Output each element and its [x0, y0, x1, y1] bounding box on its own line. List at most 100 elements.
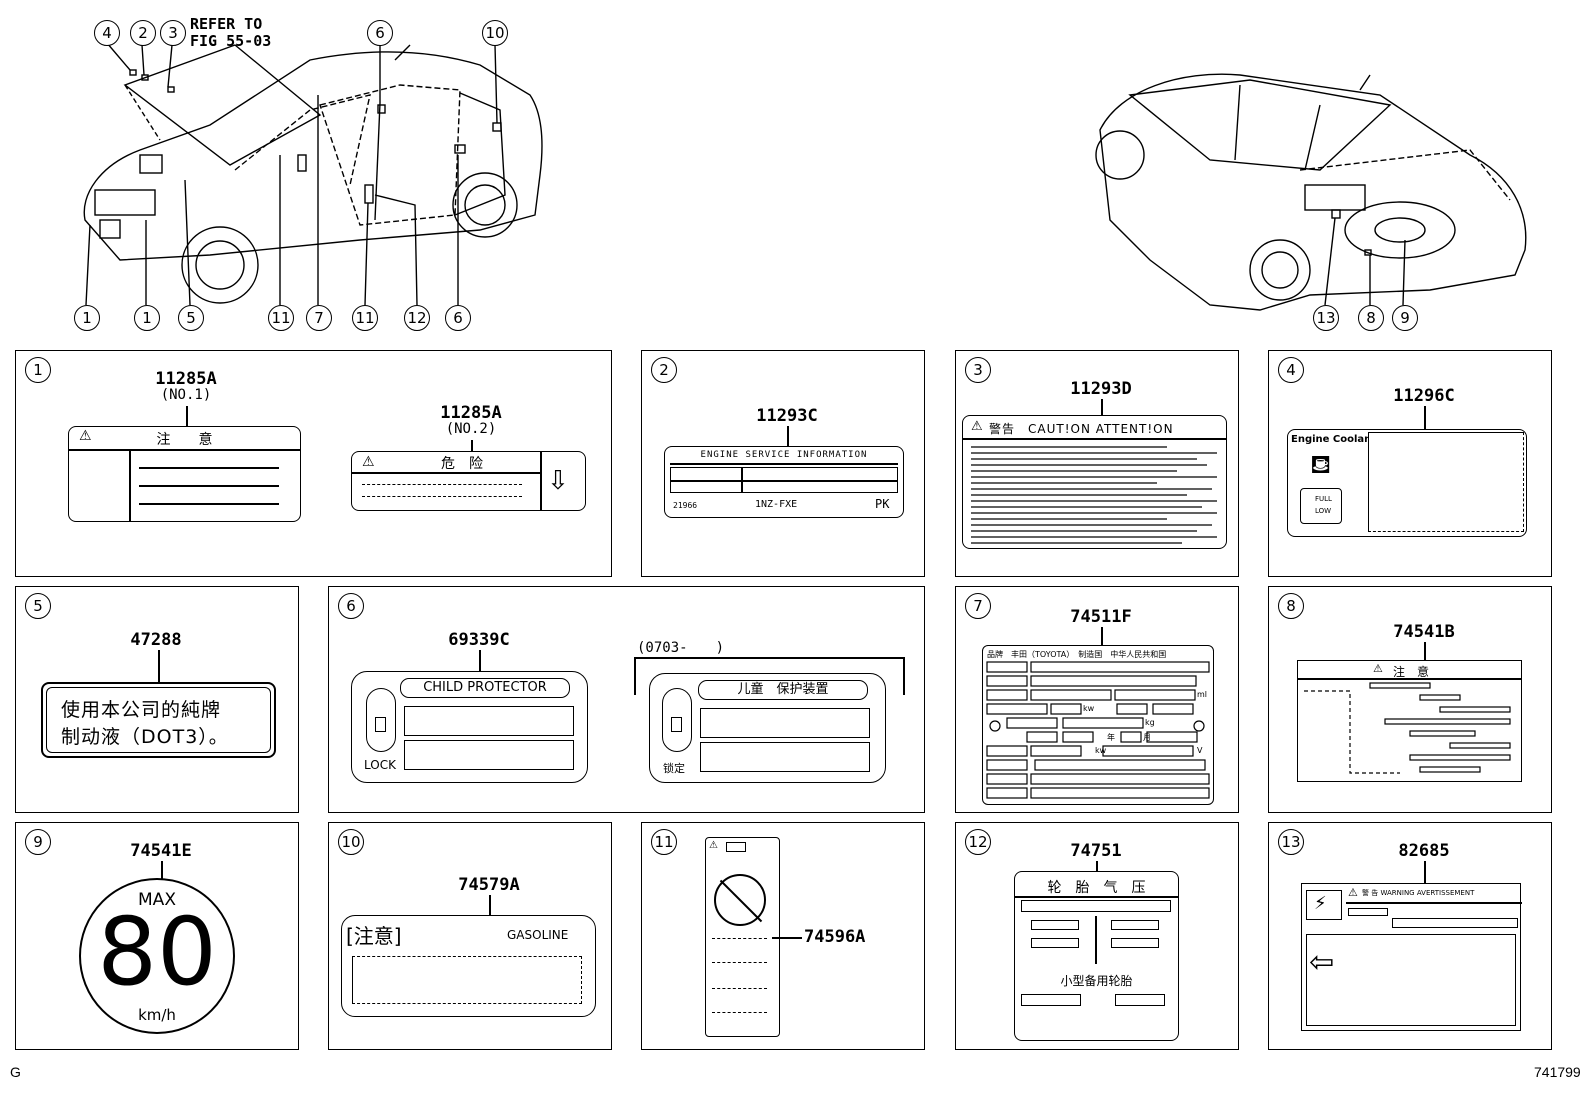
part-sub: (NO.2) — [445, 421, 497, 437]
fuel-label-title: [注意] — [346, 924, 402, 948]
part-number: 47288 — [130, 630, 182, 650]
part-number: 11293D — [1070, 379, 1132, 399]
text-line — [712, 988, 767, 989]
front-car-overview: REFER TO FIG 55-03 4 2 3 6 10 1 1 5 11 7… — [60, 15, 580, 335]
rear-car-drawing — [1095, 73, 1527, 311]
leader-line — [787, 426, 789, 448]
label-header: 注 意 — [1393, 665, 1430, 679]
child-protector-title: CHILD PROTECTOR — [400, 678, 570, 698]
divider — [963, 438, 1226, 440]
panel-tab: 10 — [328, 822, 376, 862]
text-area — [1111, 920, 1159, 930]
text-area — [1348, 908, 1388, 916]
engine-service-label: ENGINE SERVICE INFORMATION 21966 1NZ-FXE… — [664, 446, 904, 518]
bracket — [903, 657, 905, 695]
engine-code: 1NZ-FXE — [755, 499, 798, 510]
text-line — [362, 484, 522, 485]
callout-9: 9 — [1392, 305, 1418, 331]
leader-line — [772, 937, 802, 939]
arrow-left-icon: ⇦ — [1309, 945, 1335, 980]
speed-limit-label: MAX 80 km/h — [79, 878, 235, 1034]
text-lines — [1304, 682, 1511, 774]
panel-8: 8 74541B ⚠ 注 意 — [1268, 586, 1552, 813]
warning-icon: ⚠ — [79, 428, 92, 444]
brake-fluid-line2: 制动液（DOT3）。 — [61, 726, 229, 748]
warning-icon: ⚠ — [971, 419, 983, 434]
divider — [1015, 896, 1178, 898]
leader-line — [471, 440, 473, 454]
text-line — [139, 485, 279, 487]
leader-line — [489, 895, 491, 917]
no-child-seat-icon — [714, 874, 766, 926]
child-protector-label-cn: 儿童 保护装置 锁定 — [649, 673, 886, 783]
part-number: 74579A — [458, 875, 520, 895]
divider — [352, 472, 542, 474]
panel-tab: 7 — [955, 586, 1003, 626]
panel-3: 3 11293D ⚠ 警告 CAUT!ON ATTENT!ON — [955, 350, 1239, 577]
callout-8: 8 — [1358, 305, 1384, 331]
leader-line — [161, 861, 163, 879]
max-text: MAX — [138, 890, 176, 910]
panel-index: 5 — [25, 593, 51, 619]
panel-index: 9 — [25, 829, 51, 855]
callout-1a: 1 — [74, 305, 100, 331]
caution-attention-label: ⚠ 警告 CAUT!ON ATTENT!ON — [962, 415, 1227, 549]
leader-line — [479, 650, 481, 672]
leader-line — [158, 650, 160, 685]
leader-line — [1424, 406, 1426, 431]
bracket — [634, 657, 636, 695]
panel-index: 2 — [651, 357, 677, 383]
text-area — [1111, 938, 1159, 948]
brake-fluid-label: 使用本公司的純牌 制动液（DOT3）。 — [41, 682, 276, 758]
child-protector-title-cn: 儿童 保护装置 — [698, 680, 868, 700]
panel-7: 7 74511F 品牌 丰田（TOYOTA） 制造国 中华人民共和国 ml kw… — [955, 586, 1239, 813]
callout-12: 12 — [404, 305, 430, 331]
unit-kw: kw — [1083, 704, 1095, 713]
leader-line — [1424, 861, 1426, 885]
callout-1b: 1 — [134, 305, 160, 331]
callout-7: 7 — [306, 305, 332, 331]
nameplate-fields — [986, 661, 1210, 799]
panel-tab: 3 — [955, 350, 1003, 390]
callout-5: 5 — [178, 305, 204, 331]
panel-tab: 2 — [641, 350, 689, 390]
nameplate-header: 品牌 丰田（TOYOTA） 制造国 中华人民共和国 — [987, 650, 1167, 659]
text-area — [1368, 432, 1524, 532]
part-number: 74511F — [1070, 607, 1132, 627]
panel-index: 4 — [1278, 357, 1304, 383]
part-number: 74541B — [1393, 622, 1455, 642]
spare-tire-header: 小型备用轮胎 — [1060, 974, 1133, 988]
panel-index: 13 — [1278, 829, 1304, 855]
vehicle-nameplate: 品牌 丰田（TOYOTA） 制造国 中华人民共和国 ml kw kg 年 月 k… — [982, 645, 1214, 805]
callout-11a: 11 — [268, 305, 294, 331]
text-area — [1031, 938, 1079, 948]
panel-tab: 13 — [1268, 822, 1316, 862]
lock-switch — [366, 688, 396, 752]
rear-car-overview: 13 8 9 — [1090, 60, 1550, 335]
footer-right: 741799 — [1534, 1064, 1581, 1080]
text-area — [1031, 920, 1079, 930]
tire-pressure-label: 轮 胎 气 压 小型备用轮胎 — [1014, 871, 1179, 1041]
lock-label-cn: 锁定 — [663, 762, 685, 775]
panel-1: 1 11285A (NO.1) 注 意 ⚠ 11285A (NO.2) ⚠ 危 … — [15, 350, 612, 577]
panel-index: 12 — [965, 829, 991, 855]
panel-tab: 9 — [15, 822, 63, 862]
footer-left: G — [10, 1064, 21, 1080]
unit-kw2: kw — [1095, 746, 1107, 755]
full-mark: FULL — [1315, 495, 1332, 503]
leader-line — [1096, 861, 1098, 873]
unit-kg: kg — [1145, 718, 1155, 727]
text-lines — [971, 446, 1217, 544]
divider — [670, 463, 898, 465]
part-number: 11285A — [440, 403, 502, 423]
warning-icon: ⚠ — [1373, 662, 1383, 675]
lock-slot — [375, 717, 386, 732]
airbag-warning-label: ⚠ — [705, 837, 780, 1037]
arrow-down-icon: ⇩ — [547, 466, 569, 496]
label-header: 警 告 WARNING AVERTISSEMENT — [1362, 889, 1475, 897]
header-box — [726, 842, 746, 852]
callout-6-top: 6 — [367, 20, 393, 46]
panel-10: 10 74579A [注意] GASOLINE — [328, 822, 612, 1050]
divider — [1346, 902, 1522, 904]
callout-2: 2 — [130, 20, 156, 46]
